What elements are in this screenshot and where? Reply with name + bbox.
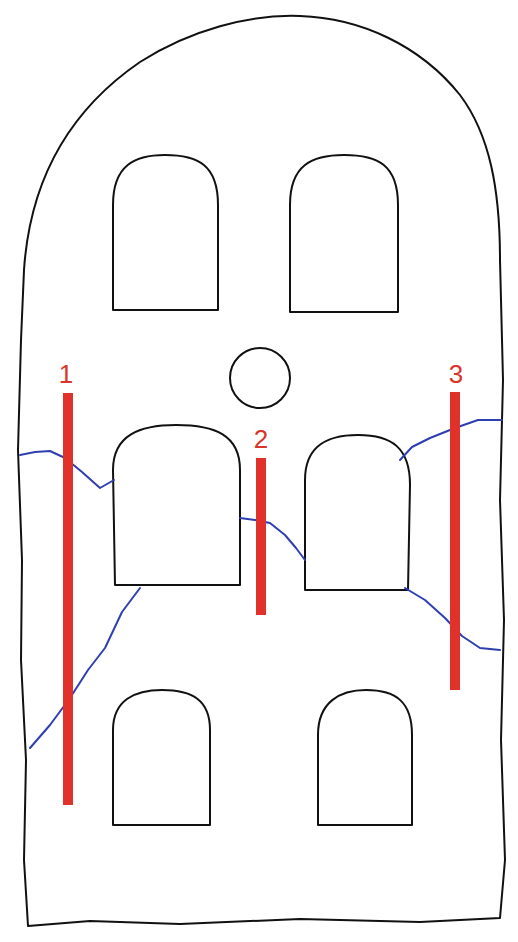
callout-number: 3 [449, 361, 463, 387]
hole [305, 435, 410, 590]
stone-outline [18, 16, 505, 926]
hole [113, 155, 218, 310]
crack-line [30, 588, 140, 748]
callout-number: 2 [254, 426, 268, 452]
round-hole [230, 348, 290, 408]
hole [113, 425, 240, 585]
measurement-bar [63, 393, 73, 805]
crack-line [240, 518, 305, 560]
hole [113, 690, 210, 825]
hole [318, 690, 412, 825]
measurement-bar [256, 458, 266, 615]
measurement-bar [450, 392, 460, 690]
hole [290, 155, 398, 312]
callout-number: 1 [59, 361, 73, 387]
